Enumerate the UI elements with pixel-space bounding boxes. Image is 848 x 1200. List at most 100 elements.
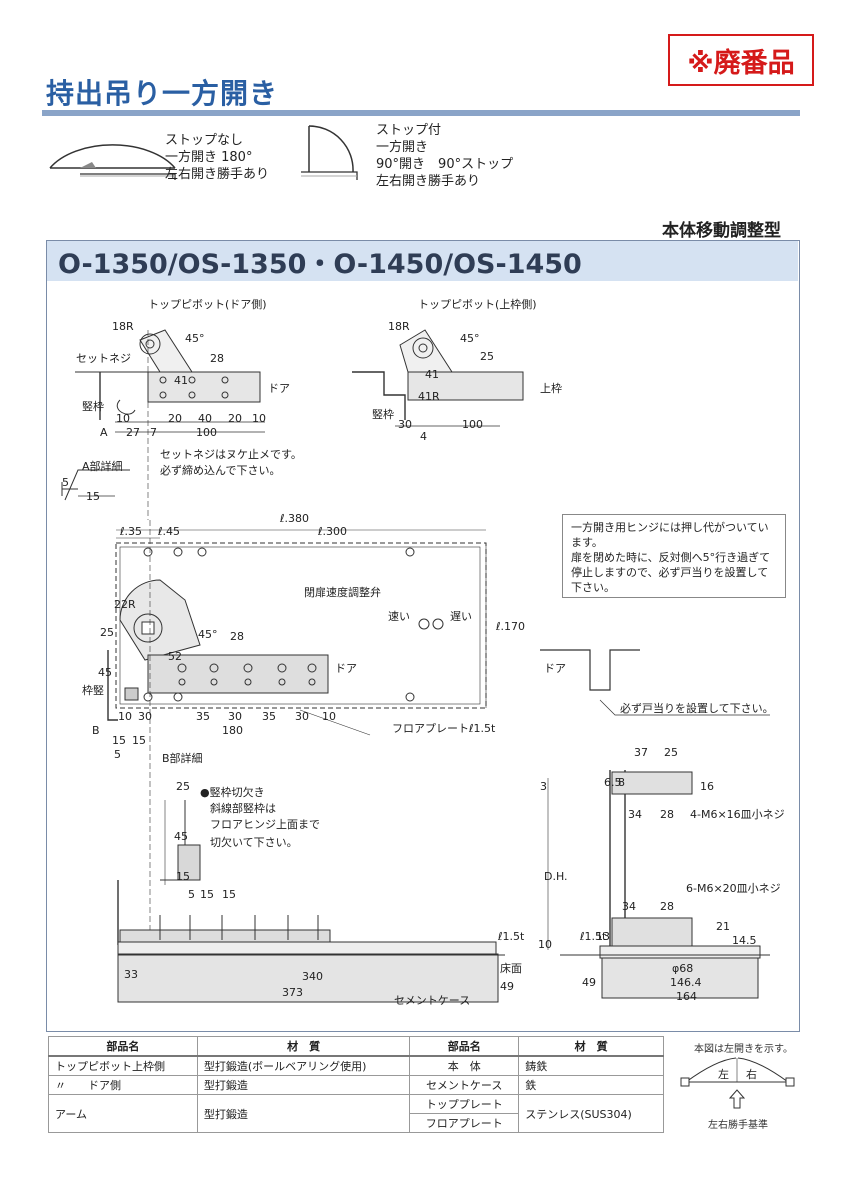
- page-title: 持出吊り一方開き: [46, 77, 279, 110]
- svg-text:上枠: 上枠: [540, 381, 562, 395]
- svg-text:33: 33: [124, 968, 138, 981]
- type-stop-icon: [301, 125, 358, 180]
- svg-text:28: 28: [210, 352, 224, 365]
- hand-reference-diagram: 左 右: [680, 1057, 795, 1109]
- svg-text:ℓ1.5t: ℓ1.5t: [497, 930, 525, 943]
- svg-text:18R: 18R: [388, 320, 410, 333]
- svg-text:右: 右: [746, 1067, 757, 1081]
- svg-text:28: 28: [660, 808, 674, 821]
- table-row: アーム 型打鍛造 トッププレート ステンレス(SUS304): [48, 1094, 664, 1133]
- svg-text:ℓ.380: ℓ.380: [279, 512, 309, 525]
- floor-hinge-plan: [107, 520, 487, 990]
- screw-1-label: 4-M6×16皿小ネジ: [690, 808, 785, 821]
- svg-text:25: 25: [480, 350, 494, 363]
- stopper-note: 必ず戸当りを設置して下さい。: [620, 701, 774, 715]
- svg-text:10: 10: [252, 412, 266, 425]
- svg-text:20: 20: [228, 412, 242, 425]
- svg-text:ドア: ドア: [335, 662, 357, 675]
- svg-text:ドア: ドア: [544, 662, 566, 675]
- svg-text:146.4: 146.4: [670, 976, 702, 989]
- pivot-frame-title: トップピボット(上枠側): [418, 297, 537, 311]
- svg-text:20: 20: [168, 412, 182, 425]
- svg-text:15: 15: [222, 888, 236, 901]
- svg-text:16: 16: [700, 780, 714, 793]
- parts-table: 部品名 材 質 部品名 材 質 トップピボット上枠側 型打鍛造(ボールベアリング…: [48, 1036, 664, 1133]
- svg-text:28: 28: [660, 900, 674, 913]
- svg-text:A部詳細: A部詳細: [82, 459, 123, 473]
- svg-text:25: 25: [176, 780, 190, 793]
- svg-text:8: 8: [618, 776, 625, 789]
- setscrew-label: セットネジ: [76, 352, 131, 365]
- screw-2-label: 6-M6×20皿小ネジ: [686, 882, 781, 895]
- table-header: 部品名: [409, 1036, 520, 1057]
- svg-text:15: 15: [200, 888, 214, 901]
- drawing-frame: [46, 240, 800, 1032]
- svg-text:13: 13: [596, 930, 610, 943]
- svg-text:15: 15: [86, 490, 100, 503]
- floor-hinge-section-right: [547, 770, 770, 999]
- adjust-type-label: 本体移動調整型: [662, 221, 781, 241]
- door-stop-detail: [540, 649, 770, 716]
- svg-text:45: 45: [98, 666, 112, 679]
- svg-text:竪枠: 竪枠: [372, 407, 394, 421]
- svg-text:A: A: [100, 426, 108, 439]
- detail-a-view: [61, 469, 130, 501]
- svg-text:B部詳細: B部詳細: [162, 751, 203, 765]
- svg-text:15: 15: [112, 734, 126, 747]
- svg-text:35: 35: [196, 710, 210, 723]
- notch-note-2: 斜線部竪枠は: [210, 801, 276, 815]
- svg-text:30: 30: [138, 710, 152, 723]
- svg-text:340: 340: [302, 970, 323, 983]
- svg-text:ℓ.170: ℓ.170: [495, 620, 525, 633]
- svg-text:5: 5: [62, 476, 69, 489]
- setscrew-note-2: 必ず締め込んで下さい。: [160, 463, 280, 477]
- svg-text:25: 25: [664, 746, 678, 759]
- svg-text:6.5: 6.5: [604, 776, 622, 789]
- svg-text:18R: 18R: [112, 320, 134, 333]
- svg-text:45: 45: [174, 830, 188, 843]
- type-no-stop-icon: [49, 144, 176, 180]
- svg-text:ℓ.35: ℓ.35: [119, 525, 142, 538]
- svg-text:左: 左: [718, 1068, 729, 1081]
- model-band: [47, 241, 798, 281]
- floor-hinge-section-left: [117, 880, 505, 1003]
- floor-plate-label: フロアプレートℓ1.5t: [392, 722, 496, 735]
- svg-text:15: 15: [132, 734, 146, 747]
- svg-text:21: 21: [716, 920, 730, 933]
- valve-label: 閉扉速度調整弁: [304, 585, 381, 599]
- svg-text:5: 5: [188, 888, 195, 901]
- notch-note-3: フロアヒンジ上面まで: [210, 818, 320, 831]
- svg-text:D.H.: D.H.: [544, 870, 568, 883]
- notch-note-1: ●竪枠切欠き: [200, 785, 265, 799]
- table-row: フロアプレート: [49, 1113, 664, 1133]
- svg-text:10: 10: [322, 710, 336, 723]
- svg-text:45°: 45°: [185, 332, 205, 345]
- svg-text:3: 3: [540, 780, 547, 793]
- title-rule: [42, 110, 800, 116]
- svg-text:49: 49: [582, 976, 596, 989]
- setscrew-note-1: セットネジはヌケ止メです。: [160, 448, 302, 461]
- arrow-up-icon: [728, 1089, 746, 1109]
- svg-text:164: 164: [676, 990, 697, 1003]
- svg-text:5: 5: [114, 748, 121, 761]
- table-row: 〃 ドア側 型打鍛造 セメントケース 鉄: [48, 1075, 664, 1095]
- svg-text:15: 15: [176, 870, 190, 883]
- svg-text:10: 10: [538, 938, 552, 951]
- svg-text:373: 373: [282, 986, 303, 999]
- svg-text:34: 34: [622, 900, 636, 913]
- svg-text:45°: 45°: [460, 332, 480, 345]
- model-name: O-1350/OS-1350・O-1450/OS-1450: [58, 249, 582, 280]
- table-header: 材 質: [518, 1036, 664, 1057]
- svg-text:B: B: [92, 724, 100, 737]
- table-header: 部品名: [48, 1036, 198, 1057]
- detail-b-view: [160, 800, 201, 885]
- svg-text:φ68: φ68: [672, 962, 693, 975]
- svg-text:竪枠: 竪枠: [82, 399, 104, 413]
- type-stop-text: ストップ付 一方開き 90°開き 90°ストップ 左右開き勝手あり: [376, 123, 514, 189]
- svg-text:41: 41: [425, 368, 439, 381]
- side-note-reference: 左右勝手基準: [708, 1120, 768, 1131]
- svg-text:速い: 速い: [388, 610, 410, 623]
- side-note-caption: 本図は左開きを示す。: [694, 1044, 793, 1055]
- svg-text:40: 40: [198, 412, 212, 425]
- svg-text:30: 30: [295, 710, 309, 723]
